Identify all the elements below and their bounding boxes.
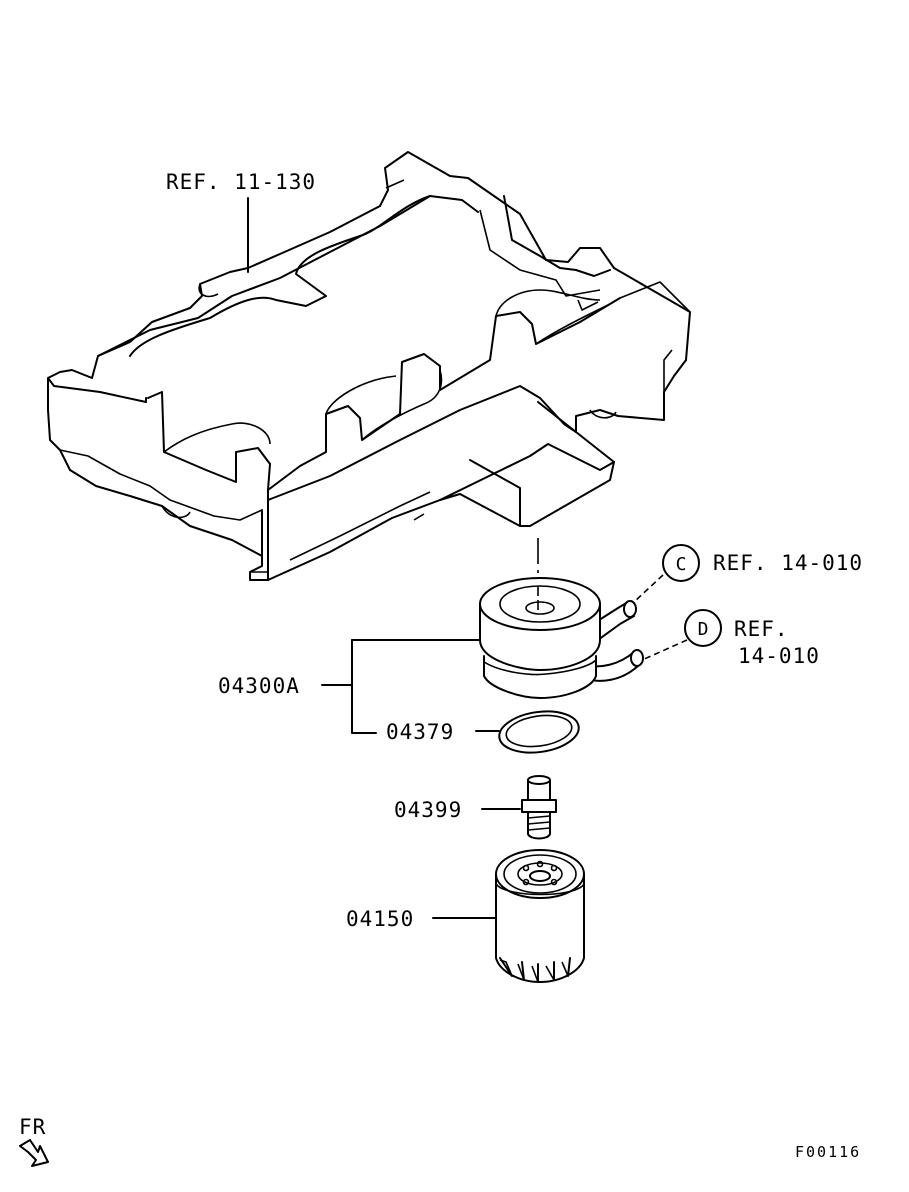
part-number-filter: 04150: [346, 907, 414, 931]
front-arrow-icon: [19, 1139, 49, 1167]
part-number-gasket: 04379: [386, 720, 454, 744]
d-ref-label-line2: 14-010: [738, 644, 820, 668]
d-ref-label-line1: REF.: [734, 617, 789, 641]
cooler-assembly-bracket: 04300A: [218, 639, 481, 734]
c-ref-callout: C REF. 14-010: [633, 544, 863, 603]
block-ref-label: REF. 11-130: [166, 170, 316, 194]
block-ref-callout: REF. 11-130: [166, 170, 316, 273]
engine-block-drawing: [47, 151, 691, 581]
front-direction-label: FR: [19, 1115, 46, 1139]
d-marker-label: D: [698, 619, 709, 640]
oil-cooler-drawing: [479, 577, 644, 699]
front-direction-indicator: FR: [19, 1115, 49, 1167]
bolt-drawing: 04399: [394, 775, 557, 840]
figure-code: F00116: [795, 1143, 861, 1161]
part-number-cooler: 04300A: [218, 674, 300, 698]
oil-filter-drawing: 04150: [346, 849, 585, 983]
c-marker-label: C: [676, 554, 687, 575]
c-ref-label: REF. 14-010: [713, 551, 863, 575]
part-number-bolt: 04399: [394, 798, 462, 822]
d-ref-callout: D REF. 14-010: [641, 609, 820, 668]
gasket-drawing: 04379: [386, 710, 580, 754]
